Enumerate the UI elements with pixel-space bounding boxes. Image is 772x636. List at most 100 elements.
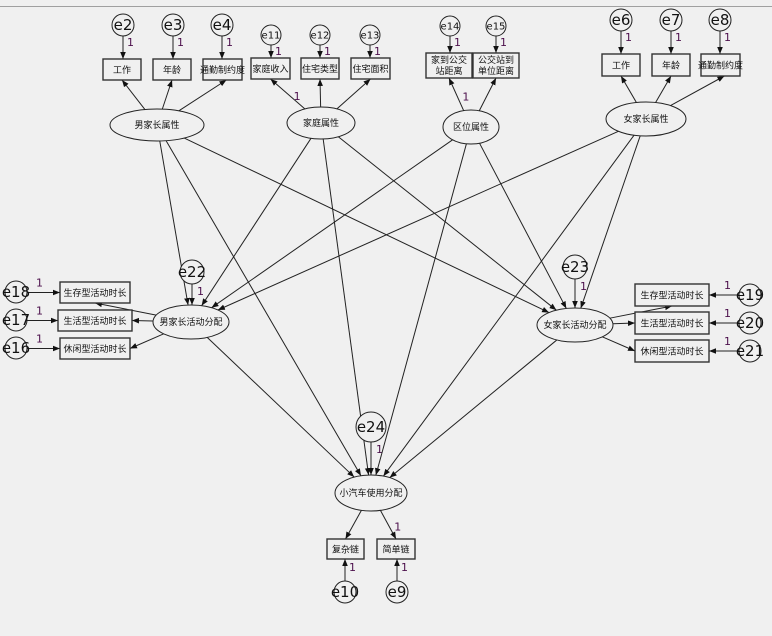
observed-m-commute[interactable]: 通勤制约度 xyxy=(200,58,245,81)
latent-female-attr[interactable]: 女家长属性 xyxy=(605,101,687,137)
observed-label: 家庭收入 xyxy=(252,63,288,75)
observed-label: 单位距离 xyxy=(478,65,514,77)
error-label: e7 xyxy=(662,11,681,29)
latent-label: 家庭属性 xyxy=(303,117,339,129)
fixed-weight-label: 1 xyxy=(724,307,731,320)
error-label: e16 xyxy=(2,339,30,357)
error-e10[interactable]: e10 xyxy=(331,580,359,604)
error-e14[interactable]: e14 xyxy=(439,15,461,37)
disturbance-e23[interactable]: e23 xyxy=(561,254,589,280)
loading-male_act-to-ma_life xyxy=(131,317,154,324)
observed-f-housearea[interactable]: 住宅面积 xyxy=(350,57,391,80)
path-male-attr-to-female-act xyxy=(184,137,550,314)
fixed-weight-label: 1 xyxy=(724,279,731,292)
loading-female_act-to-wa_life xyxy=(612,320,636,327)
error-e9[interactable]: e9 xyxy=(385,580,409,604)
latent-car-use[interactable]: 小汽车使用分配 xyxy=(334,474,408,512)
latent-male-attr[interactable]: 男家长属性 xyxy=(109,108,205,142)
latent-female-act[interactable]: 女家长活动分配 xyxy=(536,307,614,343)
latent-location-attr[interactable]: 区位属性 xyxy=(442,109,500,145)
error-e17[interactable]: e17 xyxy=(2,308,30,332)
error-e8[interactable]: e8 xyxy=(708,8,732,32)
error-e11[interactable]: e11 xyxy=(260,24,282,46)
observed-f-housetype[interactable]: 住宅类型 xyxy=(300,57,340,80)
loading-female_attr-to-w_work xyxy=(620,75,637,103)
path-location-attr-to-male-act xyxy=(211,139,453,309)
observed-label: 工作 xyxy=(113,64,131,76)
path-location-attr-to-female-act xyxy=(479,142,567,309)
observed-wa-life[interactable]: 生活型活动时长 xyxy=(634,311,710,335)
latent-label: 男家长活动分配 xyxy=(159,316,222,328)
observed-w-age[interactable]: 年龄 xyxy=(651,53,691,77)
observed-wa-leisure[interactable]: 休闲型活动时长 xyxy=(634,339,710,363)
observed-m-work[interactable]: 工作 xyxy=(102,58,142,81)
loading-family_attr-to-f_income xyxy=(270,78,306,110)
latent-label: 小汽车使用分配 xyxy=(339,487,402,499)
fixed-weight-label: 1 xyxy=(376,443,383,456)
error-e20[interactable]: e20 xyxy=(736,311,764,335)
disturbance-label: e22 xyxy=(178,263,206,281)
error-e21[interactable]: e21 xyxy=(736,339,764,363)
loading-location_attr-to-l_home_bus xyxy=(448,77,465,111)
observed-w-work[interactable]: 工作 xyxy=(601,53,641,77)
observed-car-complex[interactable]: 复杂链 xyxy=(326,538,365,560)
fixed-weight-label: 1 xyxy=(500,36,507,49)
observed-m-age[interactable]: 年龄 xyxy=(152,58,192,81)
error-e4[interactable]: e4 xyxy=(210,13,234,37)
error-e3[interactable]: e3 xyxy=(161,13,185,37)
observed-ma-leisure[interactable]: 休闲型活动时长 xyxy=(59,337,131,360)
error-e2[interactable]: e2 xyxy=(111,13,135,37)
error-e6[interactable]: e6 xyxy=(609,8,633,32)
observed-label: 生活型活动时长 xyxy=(63,315,126,327)
fixed-weight-label: 1 xyxy=(36,277,43,290)
error-label: e2 xyxy=(114,16,133,34)
latent-label: 女家长属性 xyxy=(623,113,668,125)
fixed-weight-label: 1 xyxy=(401,561,408,574)
observed-ma-survive[interactable]: 生存型活动时长 xyxy=(59,281,131,304)
observed-label: 生活型活动时长 xyxy=(640,318,703,330)
fixed-weight-label: 1 xyxy=(324,45,331,58)
loading-male_attr-to-m_age xyxy=(161,79,173,110)
loading-weight-label: 1 xyxy=(394,521,401,534)
loading-male_act-to-ma_leisure xyxy=(129,333,164,349)
loading-weight-label: 1 xyxy=(294,90,301,103)
observed-label: 通勤制约度 xyxy=(698,60,743,72)
latent-family-attr[interactable]: 家庭属性 xyxy=(286,106,356,140)
error-e13[interactable]: e13 xyxy=(359,24,381,46)
error-e12[interactable]: e12 xyxy=(309,24,331,46)
error-e18[interactable]: e18 xyxy=(2,280,30,304)
error-label: e14 xyxy=(441,22,460,33)
observed-w-commute[interactable]: 通勤制约度 xyxy=(698,53,743,77)
error-e15[interactable]: e15 xyxy=(485,15,507,37)
fixed-weight-label: 1 xyxy=(226,36,233,49)
observed-label: 住宅面积 xyxy=(352,63,388,75)
error-label: e4 xyxy=(213,16,232,34)
observed-wa-survive[interactable]: 生存型活动时长 xyxy=(634,283,710,307)
error-e16[interactable]: e16 xyxy=(2,336,30,360)
error-e19[interactable]: e19 xyxy=(736,283,764,307)
path-female-attr-to-male-act xyxy=(217,130,619,311)
error-label: e15 xyxy=(487,22,506,33)
path-male-act-to-car-use xyxy=(206,337,355,478)
fixed-weight-label: 1 xyxy=(197,285,204,298)
observed-label: 公交站到 xyxy=(478,54,514,66)
fixed-weight-label: 1 xyxy=(127,36,134,49)
observed-car-simple[interactable]: 简单链 xyxy=(376,538,416,560)
observed-label: 工作 xyxy=(612,60,630,72)
observed-label: 年龄 xyxy=(662,60,680,72)
fixed-weight-label: 1 xyxy=(724,31,731,44)
observed-ma-life[interactable]: 生活型活动时长 xyxy=(57,309,133,332)
error-e7[interactable]: e7 xyxy=(659,8,683,32)
disturbance-e24[interactable]: e24 xyxy=(355,411,387,443)
loading-male_act-to-ma_survive xyxy=(94,301,157,316)
observed-label: 简单链 xyxy=(382,544,409,556)
loading-car_use-to-car_complex xyxy=(345,510,362,540)
fixed-weight-label: 1 xyxy=(36,333,43,346)
loading-male_attr-to-m_commute xyxy=(178,79,227,112)
observed-f-income[interactable]: 家庭收入 xyxy=(250,57,291,80)
disturbance-e22[interactable]: e22 xyxy=(178,259,206,285)
latent-male-act[interactable]: 男家长活动分配 xyxy=(152,304,230,340)
error-label: e8 xyxy=(711,11,730,29)
